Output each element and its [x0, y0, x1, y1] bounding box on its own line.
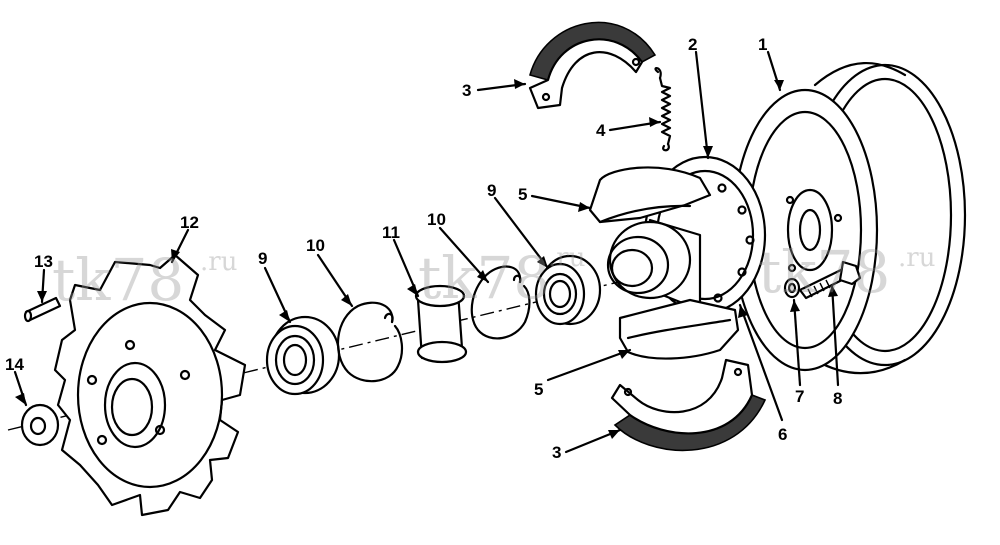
- callout-2: 2: [688, 35, 697, 54]
- callout-11: 11: [382, 223, 400, 242]
- callout-1: 1: [758, 35, 767, 54]
- svg-text:tk78: tk78: [52, 246, 184, 314]
- segment-upper: [588, 166, 712, 224]
- callout-4: 4: [596, 121, 606, 140]
- washer: [783, 277, 801, 299]
- callout-3-lower: 3: [552, 443, 561, 462]
- callout-6: 6: [778, 425, 787, 444]
- callout-5-upper: 5: [518, 185, 527, 204]
- callout-10-outer: 10: [306, 236, 325, 255]
- callout-13: 13: [34, 252, 53, 271]
- svg-text:.ru: .ru: [898, 243, 935, 273]
- svg-text:tk78: tk78: [418, 244, 550, 312]
- return-spring: [654, 66, 672, 152]
- callout-10-inner: 10: [427, 210, 446, 229]
- dowel-pin: [23, 296, 62, 323]
- callout-9-outer: 9: [258, 249, 267, 268]
- bearing-inner: [534, 254, 602, 326]
- callout-7: 7: [795, 387, 804, 406]
- brake-shoe-lower: [610, 358, 767, 452]
- callout-9-inner: 9: [487, 181, 496, 200]
- svg-text:tk78: tk78: [758, 238, 890, 306]
- sleeve: [414, 284, 468, 364]
- callout-3-upper: 3: [462, 81, 471, 100]
- callout-5-lower: 5: [534, 380, 543, 399]
- callout-14: 14: [5, 355, 24, 374]
- svg-text:.ru: .ru: [200, 247, 237, 277]
- svg-text:.ru: .ru: [548, 243, 585, 273]
- nut: [20, 403, 60, 447]
- brake-shoe-upper: [528, 21, 657, 110]
- bolt: [798, 260, 862, 300]
- sprocket: [53, 253, 247, 517]
- watermark-center: tk78 .ru: [418, 243, 585, 312]
- segment-lower: [618, 298, 740, 360]
- watermark-right: tk78 .ru: [758, 238, 935, 306]
- callout-12: 12: [180, 213, 199, 232]
- brake-drum: [731, 61, 967, 375]
- callout-8: 8: [833, 389, 842, 408]
- bearing-outer: [265, 315, 341, 396]
- circlip-inner: [470, 265, 531, 340]
- watermark-left: tk78 .ru: [52, 246, 237, 314]
- leader-lines: [13, 50, 840, 454]
- circlip-outer: [336, 301, 404, 383]
